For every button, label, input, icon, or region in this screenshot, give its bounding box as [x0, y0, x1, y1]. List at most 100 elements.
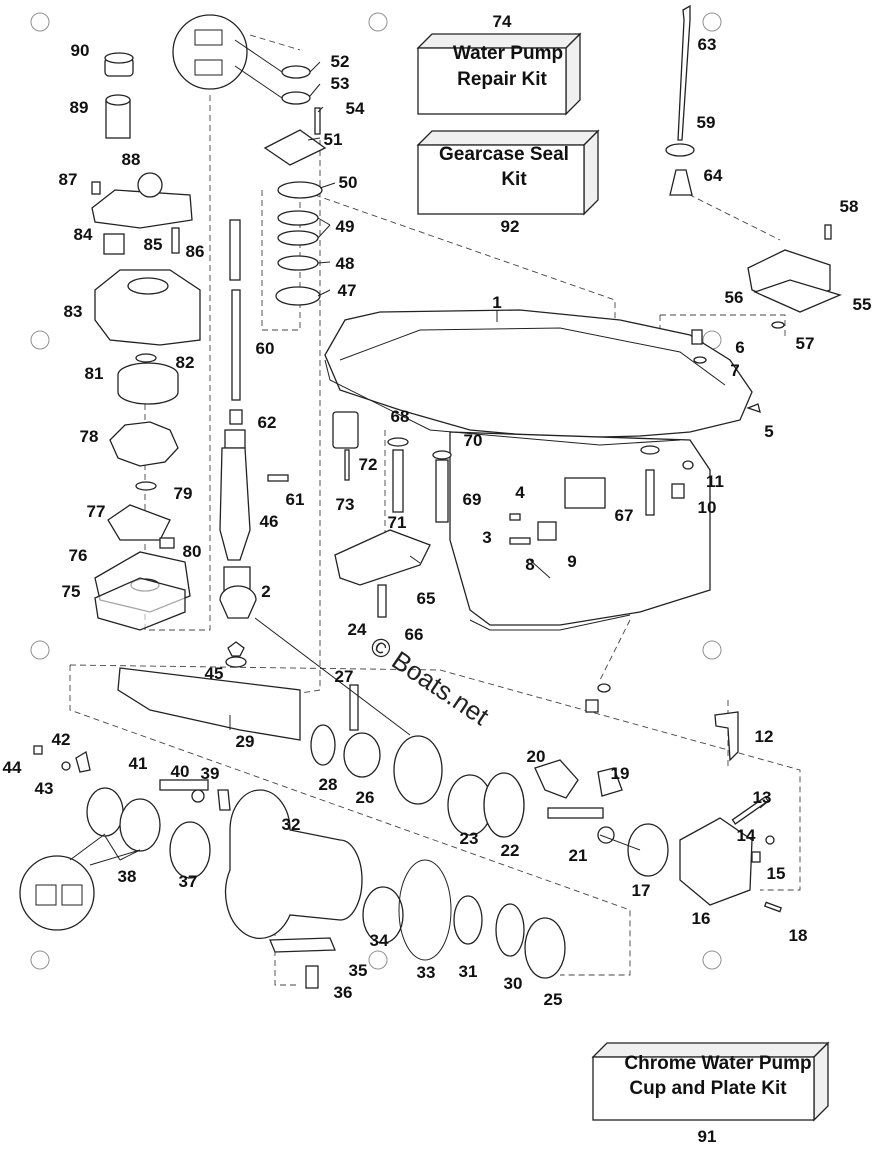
part-number: 59: [697, 113, 716, 132]
part-number: 47: [338, 281, 357, 300]
part-number: 34: [370, 931, 389, 950]
part-number: 80: [183, 542, 202, 561]
part-number: 36: [334, 983, 353, 1002]
part-number: 26: [356, 788, 375, 807]
part-number: 83: [64, 302, 83, 321]
part-number: 48: [336, 254, 355, 273]
part-number: 56: [725, 288, 744, 307]
part-number: 75: [62, 582, 81, 601]
part-number: 3: [482, 528, 491, 547]
water-pump-kit-label-2: Repair Kit: [457, 69, 547, 90]
gearcase-seal-kit-label-2: Kit: [501, 169, 527, 190]
part-number: 55: [853, 295, 872, 314]
kit-number-92: 92: [501, 217, 520, 236]
part-number: 90: [71, 41, 90, 60]
part-number: 30: [504, 974, 523, 993]
part-number: 2: [261, 582, 270, 601]
part-number: 77: [87, 502, 106, 521]
part-number: 7: [730, 361, 739, 380]
gearcase-seal-kit-label-1: Gearcase Seal: [439, 144, 569, 165]
part-number: 32: [282, 815, 301, 834]
background-watermarks: [30, 12, 722, 970]
part-number: 33: [417, 963, 436, 982]
part-number: 65: [417, 589, 436, 608]
part-number: 8: [525, 555, 534, 574]
part-number: 1: [492, 293, 501, 312]
part-number: 21: [569, 846, 588, 865]
part-number: 68: [391, 407, 410, 426]
water-pump-repair-kit-box: Water Pump Repair Kit: [416, 32, 582, 116]
part-number: 45: [205, 664, 224, 683]
part-number: 87: [59, 170, 78, 189]
shift-rod-parts: [665, 4, 842, 413]
gearcase-seal-kit-box: Gearcase Seal Kit: [416, 129, 600, 216]
part-number: 13: [753, 788, 772, 807]
part-number: 19: [611, 764, 630, 783]
part-number: 24: [348, 620, 367, 639]
part-number: 62: [258, 413, 277, 432]
part-number: 58: [840, 197, 859, 216]
part-number: 18: [789, 926, 808, 945]
part-number: 37: [179, 872, 198, 891]
part-number: 41: [129, 754, 148, 773]
part-number: 20: [527, 747, 546, 766]
part-number: 28: [319, 775, 338, 794]
prop-shaft-parts: [117, 656, 783, 913]
part-number: 5: [764, 422, 773, 441]
part-number: 60: [256, 339, 275, 358]
part-number: 86: [186, 242, 205, 261]
part-number: 16: [692, 909, 711, 928]
chrome-kit-label-1: Chrome Water Pump: [624, 1053, 811, 1074]
part-number: 4: [515, 483, 525, 502]
part-number: 76: [69, 546, 88, 565]
part-number: 39: [201, 764, 220, 783]
part-number: 42: [52, 730, 71, 749]
part-number: 70: [464, 431, 483, 450]
part-number: 43: [35, 779, 54, 798]
part-number: 25: [544, 990, 563, 1009]
part-number: 50: [339, 173, 358, 192]
gearcase-housing: [324, 309, 753, 631]
part-number: 64: [704, 166, 723, 185]
leader-lines: [104, 61, 771, 861]
part-number-labels: 1 2 3 4 5 6 7 8 9 10 11 12 13 14 15 16 1…: [3, 35, 872, 1009]
lower-left-parts: [33, 745, 566, 989]
part-number: 49: [336, 217, 355, 236]
part-number: 89: [70, 98, 89, 117]
part-number: 71: [388, 513, 407, 532]
part-number: 61: [286, 490, 305, 509]
part-number: 23: [460, 829, 479, 848]
part-number: 53: [331, 74, 350, 93]
part-number: 40: [171, 762, 190, 781]
part-number: 44: [3, 758, 22, 777]
part-number: 15: [767, 864, 786, 883]
part-number: 38: [118, 867, 137, 886]
part-number: 79: [174, 484, 193, 503]
part-number: 57: [796, 334, 815, 353]
part-number: 66: [405, 625, 424, 644]
part-number: 22: [501, 841, 520, 860]
kit-number-91: 91: [698, 1127, 717, 1146]
part-number: 27: [335, 667, 354, 686]
water-pump-parts: [91, 52, 201, 631]
part-number: 11: [706, 472, 724, 491]
part-number: 82: [176, 353, 195, 372]
part-number: 78: [80, 427, 99, 446]
part-number: 51: [324, 130, 343, 149]
part-number: 46: [260, 512, 279, 531]
part-number: 85: [144, 235, 163, 254]
part-number: 72: [359, 455, 378, 474]
chrome-kit-label-2: Cup and Plate Kit: [629, 1078, 787, 1099]
part-number: 31: [459, 962, 478, 981]
part-number: 9: [567, 552, 576, 571]
part-number: 88: [122, 150, 141, 169]
part-number: 10: [698, 498, 717, 517]
part-number: 6: [735, 338, 744, 357]
part-number: 73: [336, 495, 355, 514]
part-number: 81: [85, 364, 104, 383]
drive-shaft-parts: [219, 65, 327, 657]
water-pump-kit-label-1: Water Pump: [453, 43, 563, 64]
part-number: 54: [346, 99, 365, 118]
part-number: 35: [349, 961, 368, 980]
